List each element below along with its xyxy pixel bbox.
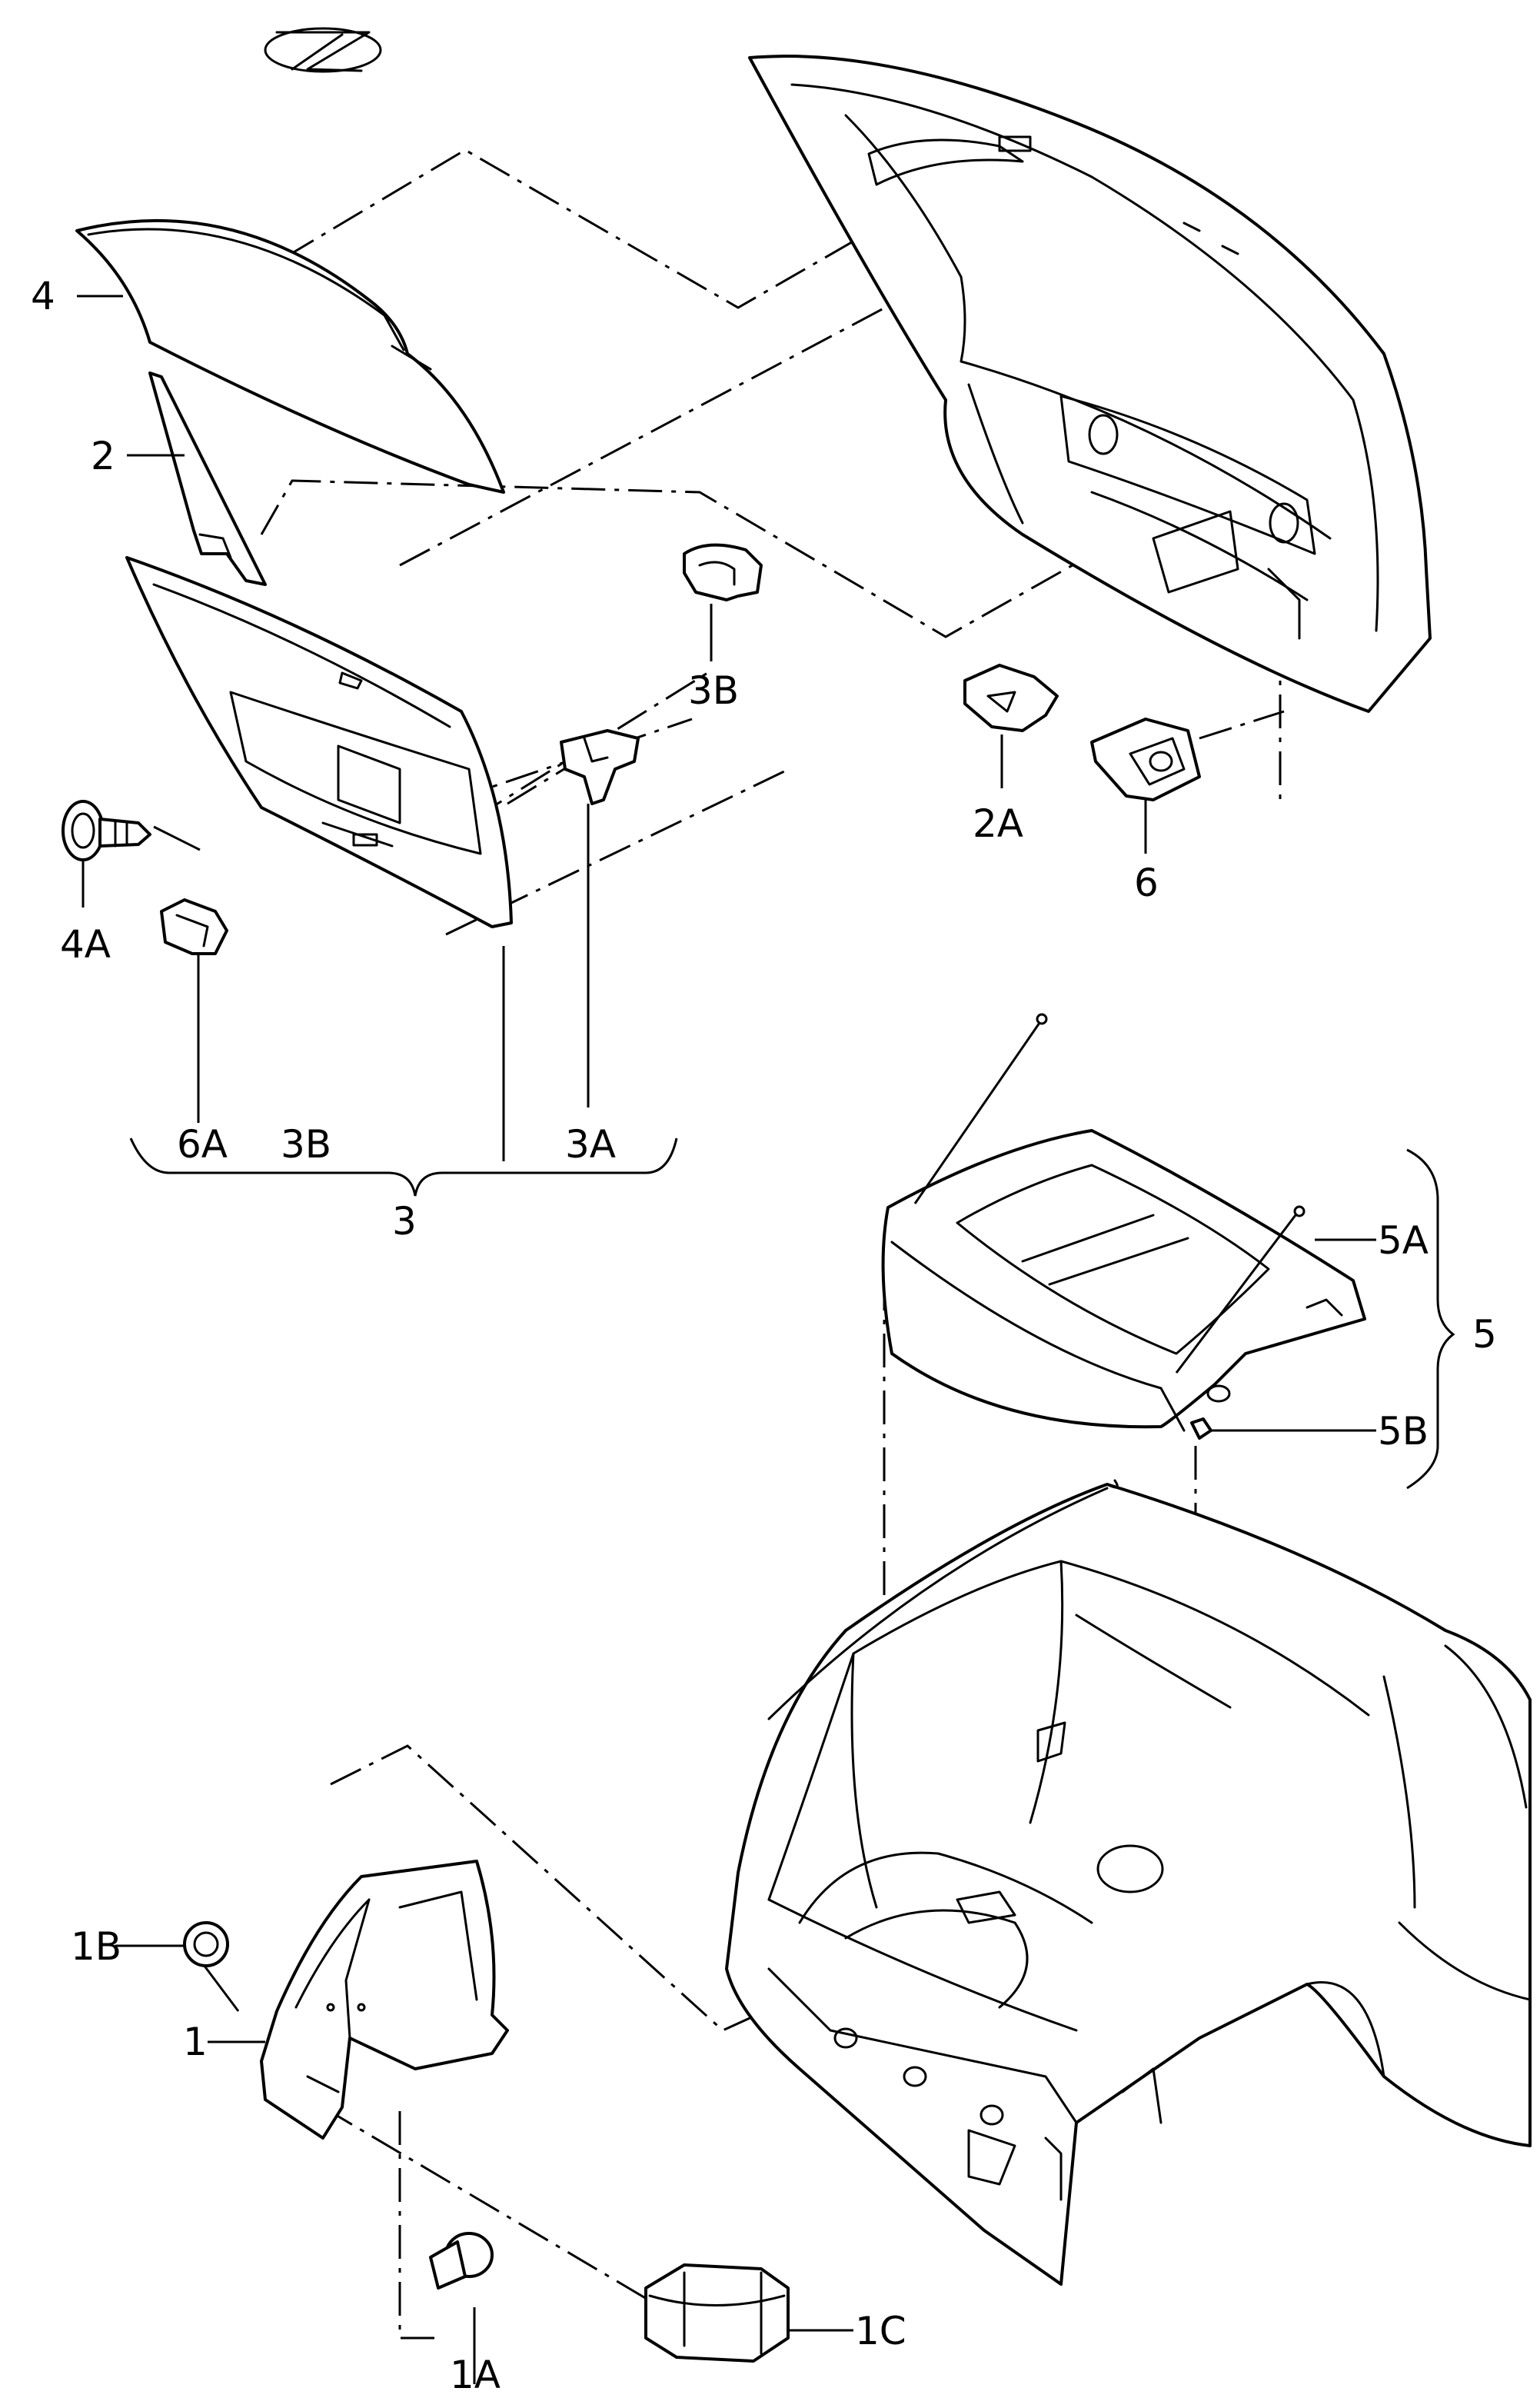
part-6-latch	[1090, 718, 1201, 801]
callout-5b: 5B	[1378, 1409, 1429, 1454]
part-2a-clip	[963, 664, 1059, 732]
callout-2a: 2A	[973, 801, 1023, 846]
callout-4a: 4A	[60, 922, 111, 967]
car-rear-body	[725, 1479, 1532, 2286]
callout-5a: 5A	[1378, 1218, 1429, 1263]
callout-3b: 3B	[688, 668, 739, 713]
callout-labels: 4 2 4A 6A 3B 3A 3 3B 2A 6 5A 5 5B 1B 1 1…	[31, 274, 1497, 2397]
part-3-tailgate-trim	[125, 556, 513, 928]
part-4a-screw	[62, 800, 151, 861]
callout-3: 3	[392, 1199, 417, 1244]
part-1a-fastener	[429, 2232, 494, 2290]
leader-lines	[77, 295, 1455, 2384]
callout-1a: 1A	[450, 2353, 501, 2397]
callout-3b-group: 3B	[281, 1122, 331, 1167]
callout-1c: 1C	[855, 2309, 906, 2353]
part-6a-clip	[160, 898, 228, 955]
part-3a-clip	[560, 729, 640, 805]
callout-3a-group: 3A	[565, 1122, 616, 1167]
callout-5: 5	[1472, 1312, 1497, 1357]
part-3b-clip	[683, 543, 763, 601]
callout-1: 1	[183, 2020, 208, 2064]
part-2-trim-strip	[148, 371, 267, 586]
callout-4: 4	[31, 274, 55, 318]
callout-6: 6	[1134, 861, 1159, 905]
part-4-trim-panel	[75, 218, 505, 494]
part-1c-bracket	[644, 2263, 790, 2363]
callout-2: 2	[91, 434, 115, 478]
tailgate-frame	[748, 55, 1432, 713]
part-5-parcel-shelf	[881, 1013, 1366, 1440]
manufacturer-logo	[264, 27, 382, 73]
callout-1b: 1B	[71, 1924, 121, 1969]
part-1-wheel-liner	[260, 1860, 509, 2140]
callout-6a-group: 6A	[177, 1122, 228, 1167]
part-1b-nut	[183, 1921, 229, 1967]
